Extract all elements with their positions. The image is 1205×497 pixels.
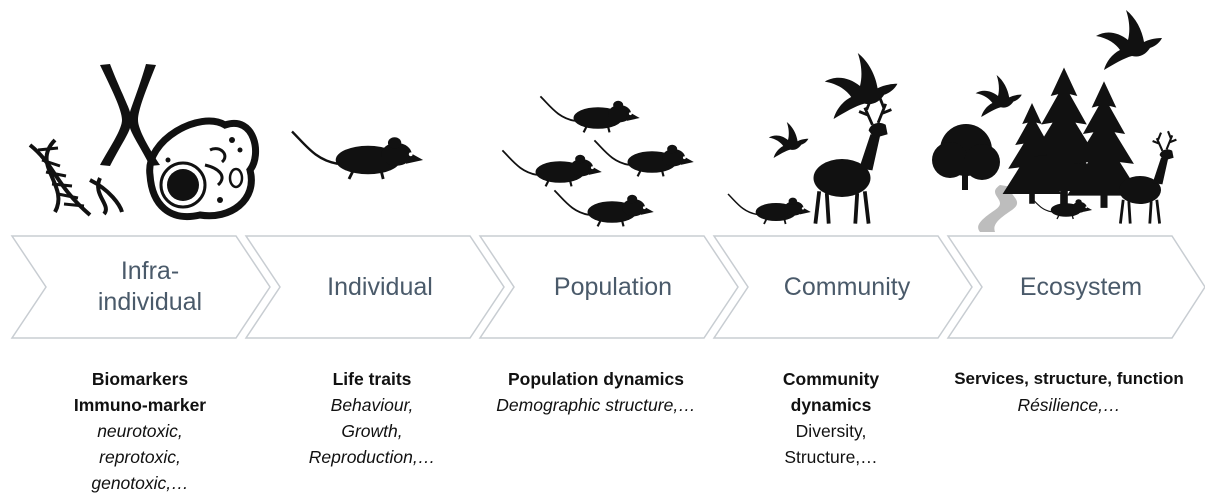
desc-item: Reproduction,… — [308, 447, 436, 467]
bird-icon — [1096, 10, 1162, 70]
description-community: Community dynamics Diversity, Structure,… — [750, 366, 912, 470]
desc-item: Demographic structure,… — [496, 395, 696, 415]
desc-item: Behaviour, — [330, 395, 414, 415]
desc-item: Résilience,… — [1017, 395, 1121, 415]
desc-item: Structure,… — [784, 447, 878, 467]
stage-label-ecosystem: Ecosystem — [1019, 272, 1143, 301]
description-infra: Biomarkers Immuno-marker neurotoxic, rep… — [40, 366, 240, 496]
desc-item: neurotoxic, — [97, 421, 183, 441]
tree-icon — [932, 124, 1000, 190]
stage-label-infra: Infra-individual — [97, 257, 203, 316]
mouse-icon — [501, 149, 603, 188]
desc-item: Diversity, — [795, 421, 867, 441]
river-icon — [978, 185, 1018, 232]
desc-title: Services, structure, function — [954, 369, 1184, 388]
dna-icon — [28, 138, 124, 217]
desc-title: Community — [782, 369, 880, 389]
deer-icon — [811, 96, 894, 226]
desc-subtitle: Immuno-marker — [73, 395, 207, 415]
mouse-icon — [593, 139, 695, 178]
chevron-population — [478, 235, 739, 339]
description-individual: Life traits Behaviour, Growth, Reproduct… — [282, 366, 462, 470]
desc-title: Population dynamics — [508, 369, 684, 389]
chevron-community — [712, 235, 973, 339]
chevron-ecosystem — [946, 235, 1205, 339]
mouse-icon — [539, 95, 641, 134]
desc-title: Life traits — [332, 369, 412, 389]
desc-subtitle: dynamics — [790, 395, 872, 415]
description-ecosystem: Services, structure, function Résilience… — [934, 366, 1204, 418]
desc-item: Growth, — [341, 421, 403, 441]
mouse-icon — [727, 193, 812, 225]
stage-label-community: Community — [783, 272, 911, 301]
desc-title: Biomarkers — [91, 369, 189, 389]
chevron-infra — [10, 235, 271, 339]
desc-item: genotoxic,… — [91, 473, 189, 493]
bird-icon — [768, 122, 809, 158]
mouse-icon — [290, 130, 425, 181]
bird-icon — [975, 75, 1022, 117]
cell-icon — [146, 117, 260, 220]
stage-label-population: Population — [553, 272, 673, 301]
chromosome-icon — [100, 64, 160, 166]
description-population: Population dynamics Demographic structur… — [470, 366, 722, 418]
chevron-individual — [244, 235, 505, 339]
desc-item: reprotoxic, — [99, 447, 181, 467]
bird-icon — [824, 53, 898, 119]
stage-label-individual: Individual — [327, 272, 433, 301]
mouse-icon — [553, 189, 655, 228]
